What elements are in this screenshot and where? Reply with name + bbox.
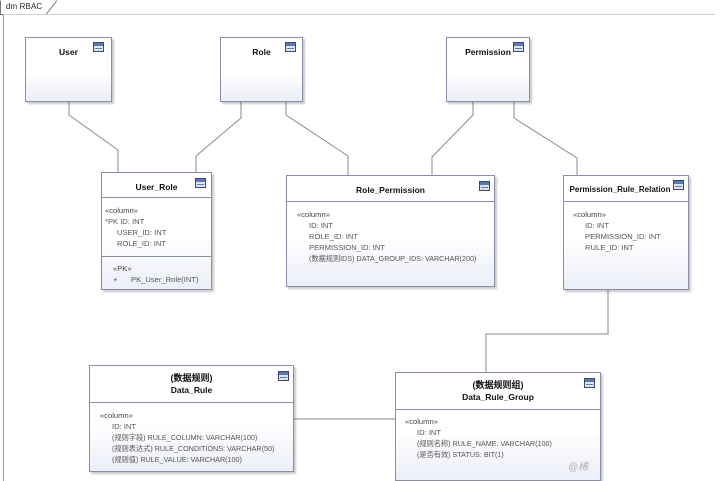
entity-permission[interactable]: Permission [446, 37, 530, 102]
entity-permission-rule-relation-name: Permission_Rule_Relation [569, 185, 671, 194]
entity-data-rule-stereotype: (数据规则) [170, 373, 213, 383]
column-row: (规则值) RULE_VALUE: VARCHAR(100) [112, 455, 242, 464]
column-row: ID: INT [309, 221, 334, 230]
entity-user[interactable]: User [25, 37, 112, 102]
column-row: *PK ID: INT [105, 217, 145, 226]
entity-data-rule-group[interactable]: (数据规则组) Data_Rule_Group «column» ID: INT… [395, 372, 601, 481]
column-row: ROLE_ID: INT [117, 239, 166, 248]
column-row: RULE_ID: INT [585, 243, 634, 252]
column-list: «column» ID: INT (规则名称) RULE_NAME: VARCH… [405, 416, 552, 460]
column-row: (规则表达式) RULE_CONDITIONS: VARCHAR(50) [112, 444, 275, 453]
header-separator [564, 201, 688, 202]
table-icon [479, 181, 490, 191]
column-stereotype: «column» [100, 411, 133, 420]
header-separator [396, 409, 600, 410]
column-list: «column» ID: INT (规则字段) RULE_COLUMN: VAR… [100, 410, 274, 465]
header-separator [287, 201, 494, 202]
column-row: ID: INT [585, 221, 610, 230]
connector-role-user-role [195, 102, 242, 172]
column-list: «column» ID: INT ROLE_ID: INT PERMISSION… [297, 209, 476, 264]
entity-permission-name: Permission [465, 47, 511, 57]
column-row: PERMISSION_ID: INT [309, 243, 385, 252]
column-row: PERMISSION_ID: INT [585, 232, 661, 241]
connector-permission-role-permission [431, 102, 474, 175]
connector-permission-rule-relation [513, 102, 578, 175]
operation-list: «PK» +PK_User_Role(INT) [113, 263, 199, 285]
column-stereotype: «column» [405, 417, 438, 426]
watermark: @稀 [568, 462, 589, 473]
frame-border [3, 14, 715, 481]
column-row: (规则字段) RULE_COLUMN: VARCHAR(100) [112, 433, 258, 442]
column-row: ID: INT [112, 422, 137, 431]
frame-label: dm RBAC [6, 2, 43, 11]
entity-role[interactable]: Role [220, 37, 303, 102]
header-separator [102, 197, 211, 198]
entity-role-permission[interactable]: Role_Permission «column» ID: INT ROLE_ID… [286, 175, 495, 287]
column-stereotype: «column» [297, 210, 330, 219]
entity-data-rule-group-stereotype: (数据规则组) [472, 380, 524, 390]
table-icon [285, 42, 296, 52]
column-stereotype: «column» [573, 210, 606, 219]
entity-user-role[interactable]: User_Role «column» *PK ID: INT USER_ID: … [101, 172, 212, 290]
column-row: ROLE_ID: INT [309, 232, 358, 241]
operation-stereotype: «PK» [113, 264, 132, 273]
column-stereotype: «column» [105, 206, 138, 215]
table-icon [93, 42, 104, 52]
entity-role-name: Role [252, 47, 271, 57]
column-row: (数据规则IDS) DATA_GROUP_IDS: VARCHAR(200) [309, 254, 477, 263]
connector-relation-data-rule-group [485, 290, 609, 372]
entity-role-permission-name: Role_Permission [356, 185, 425, 195]
column-list: «column» *PK ID: INT USER_ID: INT ROLE_I… [105, 205, 166, 249]
connector-role-role-permission [285, 102, 349, 175]
entity-data-rule-name: Data_Rule [170, 385, 213, 395]
column-row: (规则名称) RULE_NAME: VARCHAR(100) [417, 439, 552, 448]
column-row: (是否有效) STATUS: BIT(1) [417, 450, 504, 459]
column-row: USER_ID: INT [117, 228, 167, 237]
entity-data-rule[interactable]: (数据规则) Data_Rule «column» ID: INT (规则字段)… [89, 365, 294, 472]
header-separator [90, 402, 293, 403]
table-icon [584, 378, 595, 388]
connector-user-user-role [68, 102, 119, 172]
entity-user-role-name: User_Role [135, 182, 178, 192]
table-icon [513, 42, 524, 52]
entity-permission-rule-relation[interactable]: Permission_Rule_Relation «column» ID: IN… [563, 175, 689, 290]
table-icon [195, 178, 206, 188]
operation-row: +PK_User_Role(INT) [113, 275, 199, 284]
table-icon [673, 180, 684, 190]
column-list: «column» ID: INT PERMISSION_ID: INT RULE… [573, 209, 661, 253]
column-row: ID: INT [417, 428, 442, 437]
operations-separator [102, 256, 211, 257]
table-icon [278, 371, 289, 381]
entity-data-rule-group-name: Data_Rule_Group [462, 392, 534, 402]
entity-user-name: User [59, 47, 78, 57]
